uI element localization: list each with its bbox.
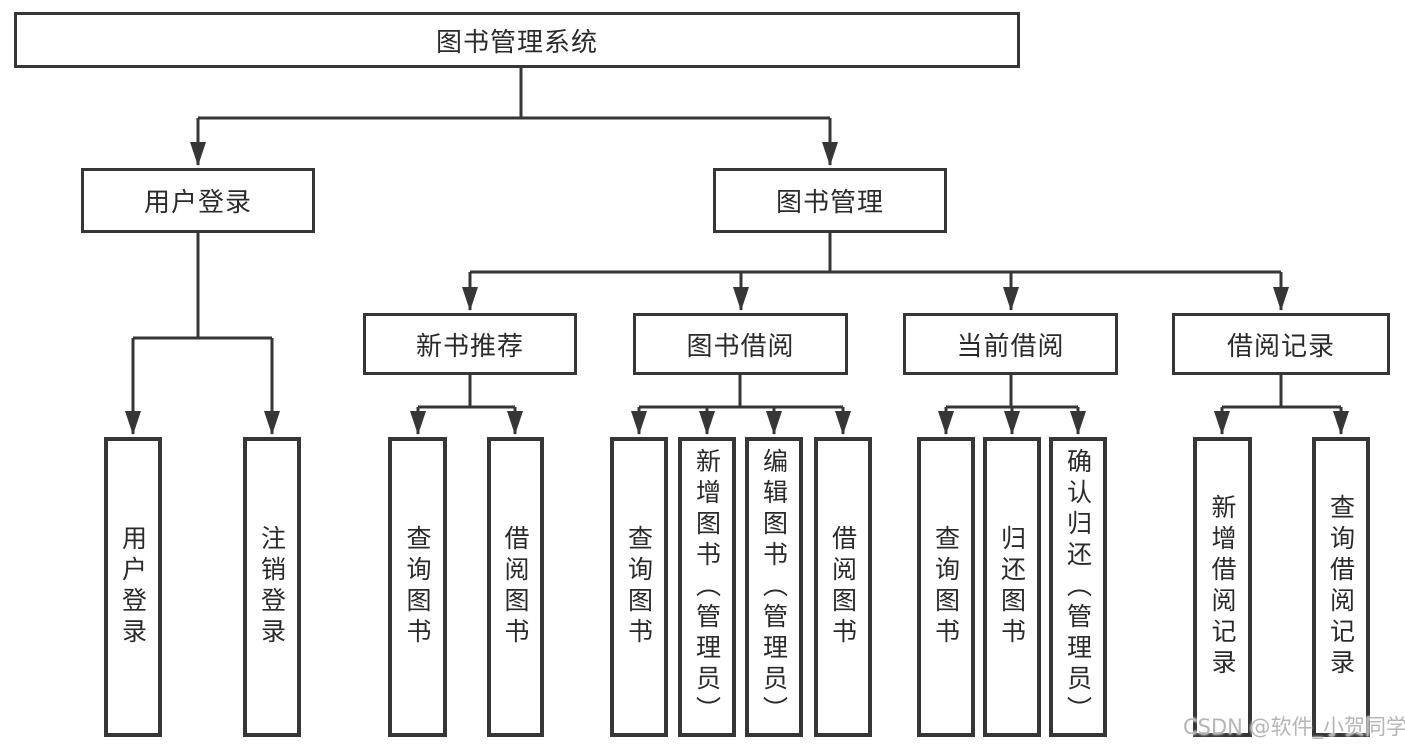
- leaf-add-book-admin-label: 新增图书（管理员）: [692, 447, 722, 727]
- leaf-confirm-return-admin-label: 确认归还（管理员）: [1063, 447, 1093, 727]
- leaf-borrow-books-borrow-label: 借阅图书: [828, 525, 858, 649]
- leaf-return-book: 归还图书: [983, 437, 1041, 737]
- node-book-borrow: 图书借阅: [633, 313, 848, 375]
- node-root: 图书管理系统: [14, 12, 1020, 68]
- watermark: CSDN @软件_小贺同学: [1183, 715, 1405, 739]
- leaf-borrow-books-recommend: 借阅图书: [487, 437, 544, 737]
- leaf-query-books-borrow-label: 查询图书: [624, 525, 654, 649]
- leaf-borrow-books-borrow: 借阅图书: [814, 437, 872, 737]
- leaf-edit-book-admin: 编辑图书（管理员）: [745, 437, 803, 737]
- leaf-add-borrow-record: 新增借阅记录: [1193, 437, 1252, 737]
- leaf-query-books-recommend: 查询图书: [388, 437, 447, 737]
- leaf-user-login: 用户登录: [104, 437, 162, 737]
- node-book-management: 图书管理: [713, 168, 947, 233]
- leaf-query-borrow-record: 查询借阅记录: [1312, 437, 1370, 737]
- leaf-return-book-label: 归还图书: [997, 525, 1027, 649]
- leaf-query-books-current: 查询图书: [917, 437, 975, 737]
- leaf-edit-book-admin-label: 编辑图书（管理员）: [759, 447, 789, 727]
- leaf-user-login-label: 用户登录: [118, 525, 148, 649]
- node-current-borrow: 当前借阅: [903, 313, 1118, 375]
- leaf-logout: 注销登录: [243, 437, 301, 737]
- node-borrow-records: 借阅记录: [1172, 313, 1390, 375]
- leaf-add-borrow-record-label: 新增借阅记录: [1208, 494, 1237, 680]
- leaf-query-books-borrow: 查询图书: [610, 437, 668, 737]
- leaf-confirm-return-admin: 确认归还（管理员）: [1049, 437, 1107, 737]
- node-new-book-recommend: 新书推荐: [363, 313, 577, 375]
- leaf-add-book-admin: 新增图书（管理员）: [678, 437, 736, 737]
- leaf-query-books-current-label: 查询图书: [931, 525, 961, 649]
- tree-connectors: [133, 68, 1341, 409]
- leaf-logout-label: 注销登录: [257, 525, 287, 649]
- leaf-query-borrow-record-label: 查询借阅记录: [1326, 494, 1356, 680]
- leaf-borrow-books-recommend-label: 借阅图书: [501, 525, 530, 649]
- node-user-login: 用户登录: [81, 168, 315, 233]
- leaf-query-books-recommend-label: 查询图书: [403, 525, 432, 649]
- arrow-drops: [125, 118, 1349, 435]
